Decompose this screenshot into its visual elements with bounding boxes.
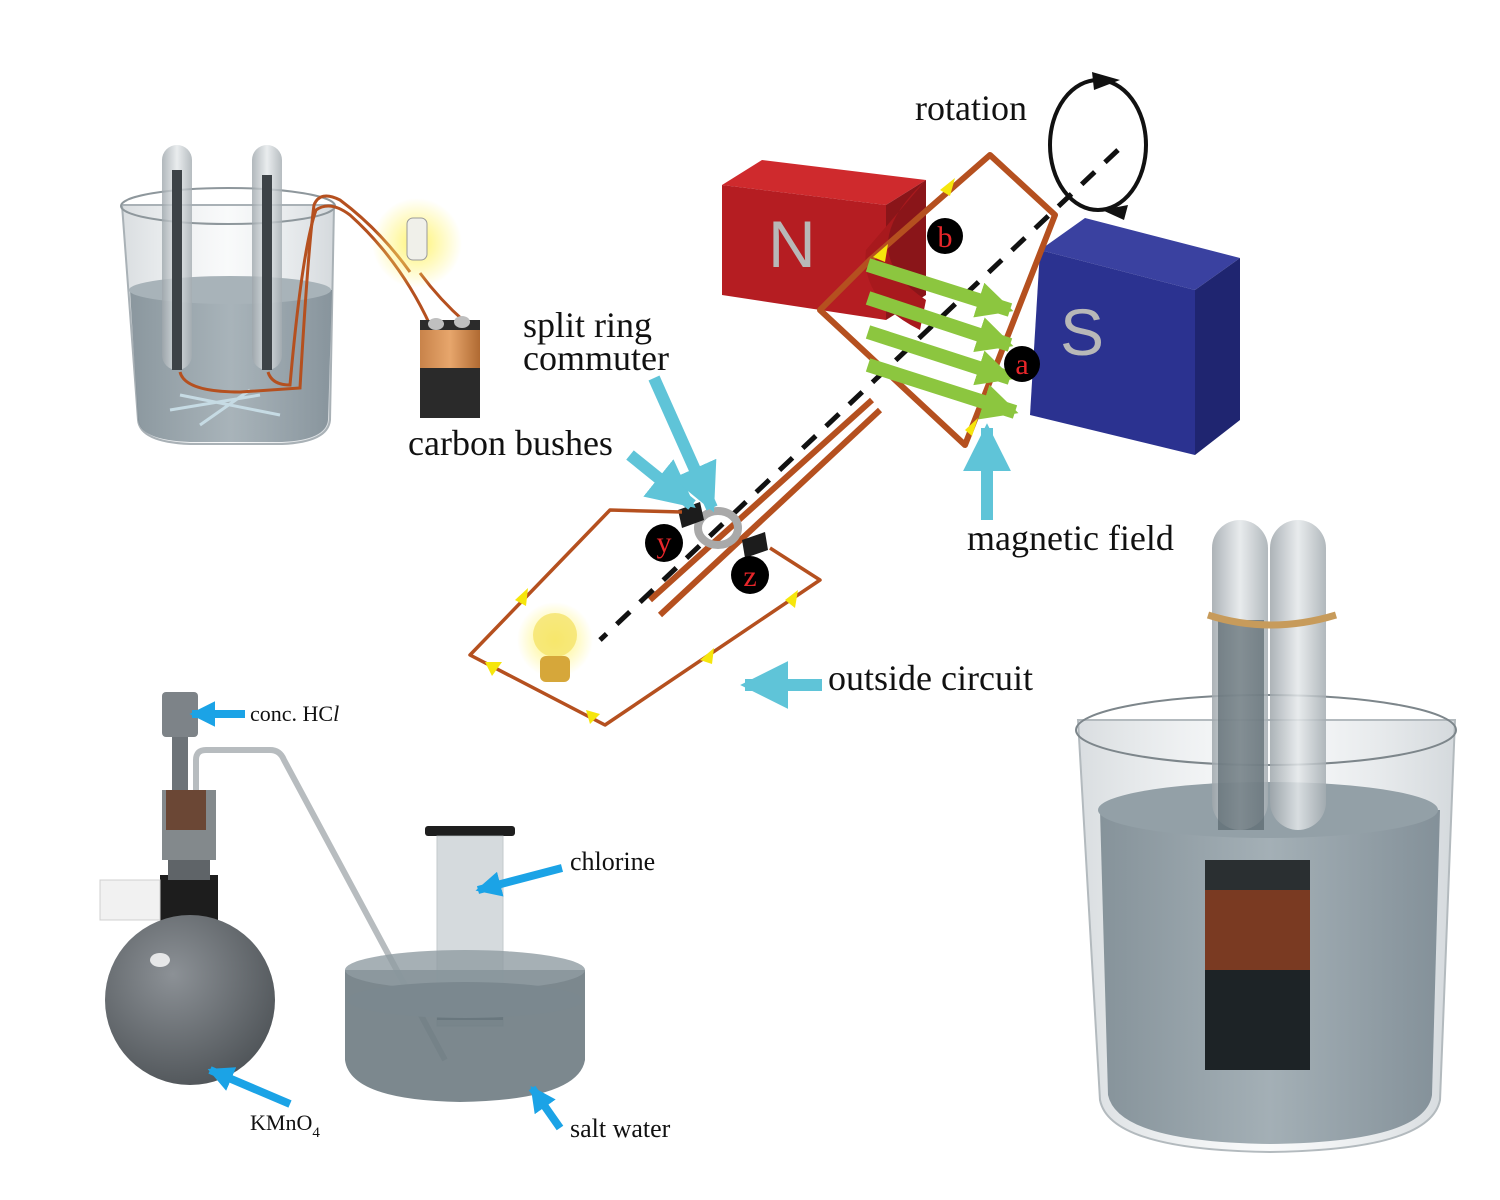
hcl-label: conc. HCl xyxy=(250,701,339,726)
magnetic-field-arrows xyxy=(865,258,1019,420)
delivery-tube xyxy=(193,747,448,1062)
rotation-label: rotation xyxy=(915,88,1027,128)
salt-water-label: salt water xyxy=(570,1114,671,1143)
battery-icon xyxy=(1205,860,1310,1070)
carbon-brushes-label: carbon bushes xyxy=(408,423,613,463)
south-pole-letter: S xyxy=(1060,295,1104,369)
kmno4-label: KMnO4 xyxy=(250,1110,320,1141)
svg-text:z: z xyxy=(743,560,756,593)
north-pole-letter: N xyxy=(768,207,816,281)
badge-y: y xyxy=(645,524,683,562)
electrolysis-setup-bottom-right xyxy=(1075,520,1457,1154)
electrolysis-setup-top-left xyxy=(120,145,480,445)
test-tube-icon xyxy=(162,145,282,370)
round-bottom-flask-icon xyxy=(105,915,275,1085)
south-magnet: S xyxy=(1030,218,1240,455)
test-tube-icon xyxy=(1212,520,1326,830)
outside-circuit-arrows xyxy=(485,588,798,724)
rubber-band xyxy=(1206,611,1338,629)
outside-circuit xyxy=(468,508,822,727)
battery-icon xyxy=(420,316,480,418)
generator-diagram: N S xyxy=(408,72,1240,727)
light-bulb-icon xyxy=(372,198,462,288)
split-ring-commutator xyxy=(694,507,742,549)
light-bulb-icon xyxy=(517,602,593,682)
beaker-icon xyxy=(120,187,336,445)
badge-b: b xyxy=(927,218,963,254)
flask-neck xyxy=(99,790,218,925)
outside-circuit-label: outside circuit xyxy=(828,658,1033,698)
rotation-indicator-icon xyxy=(1048,72,1148,220)
svg-text:y: y xyxy=(657,526,672,559)
chlorine-apparatus: conc. HCl KMnO4 chlorine salt water xyxy=(99,692,671,1143)
pointer-arrows xyxy=(626,375,1011,709)
svg-text:a: a xyxy=(1015,348,1028,381)
chlorine-label: chlorine xyxy=(570,847,655,876)
badge-a: a xyxy=(1004,346,1040,382)
magnetic-field-label: magnetic field xyxy=(967,518,1174,558)
split-ring-label-line1: split ring xyxy=(523,305,652,345)
svg-text:b: b xyxy=(938,221,953,254)
pointer-arrows-blue xyxy=(189,701,564,1131)
trough-icon xyxy=(345,950,585,1102)
split-ring-label-line2: commuter xyxy=(523,338,669,378)
badge-z: z xyxy=(731,556,769,594)
dropping-funnel-icon xyxy=(162,692,198,797)
rotation-axis xyxy=(598,148,1120,642)
